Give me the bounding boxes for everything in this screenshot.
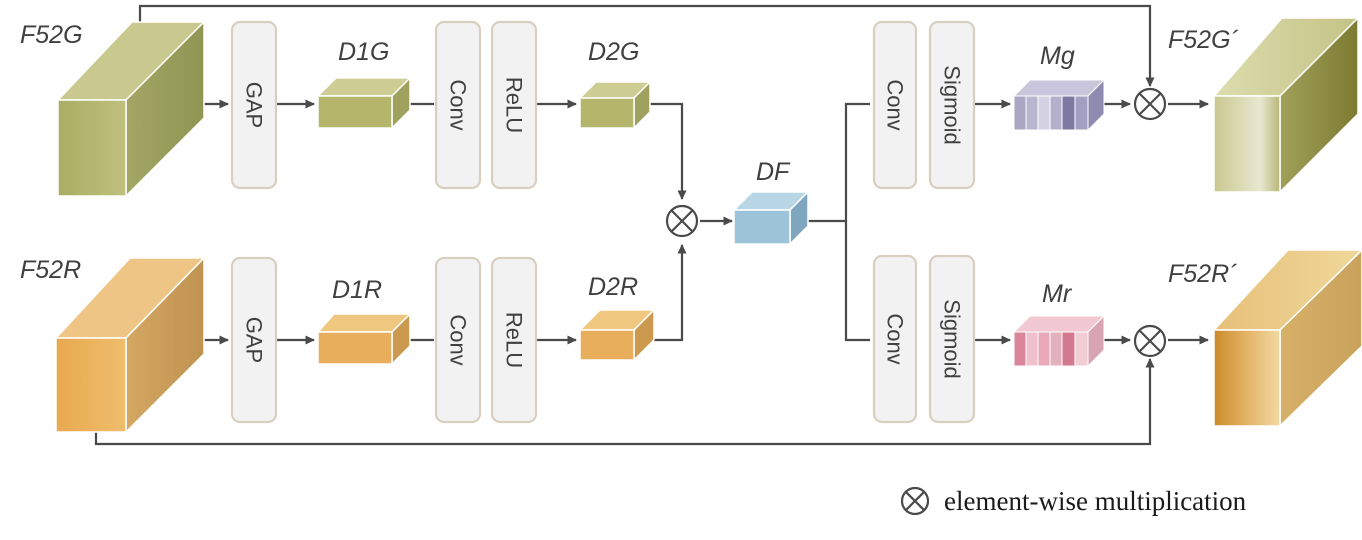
- arrow-d2r-mult: [646, 244, 687, 342]
- op-gap-top: GAP: [230, 20, 278, 190]
- op-conv-mg-label: Conv: [883, 79, 908, 130]
- op-conv-mg: Conv: [872, 20, 918, 190]
- label-mg: Mg: [1040, 42, 1075, 70]
- label-mr: Mr: [1042, 280, 1073, 308]
- tensor-d1g: [316, 76, 412, 130]
- label-df: DF: [756, 158, 791, 186]
- arrow-d2g-mult: [646, 102, 687, 200]
- mask-mr: [1012, 314, 1106, 368]
- label-d1r: D1R: [332, 276, 382, 304]
- skip-connection-red: [94, 358, 1155, 446]
- multiply-red-output-icon: [1133, 324, 1167, 358]
- tensor-df: [732, 190, 810, 246]
- op-conv-bottom-label: Conv: [446, 314, 471, 365]
- line-df-conv-top: [806, 102, 870, 223]
- label-d2r: D2R: [588, 273, 638, 301]
- tensor-f52r: [54, 256, 206, 434]
- op-sigmoid-mg-label: Sigmoid: [940, 65, 965, 144]
- op-gap-top-label: GAP: [242, 82, 267, 128]
- label-f52r-out: F52R´: [1168, 260, 1237, 288]
- tensor-d1r: [316, 312, 412, 366]
- op-conv-bottom: Conv: [434, 256, 482, 424]
- op-gap-bottom: GAP: [230, 256, 278, 424]
- label-f52g-out: F52G´: [1168, 26, 1239, 54]
- connections: [94, 4, 1209, 446]
- legend-text: element-wise multiplication: [944, 486, 1247, 516]
- op-sigmoid-mr-label: Sigmoid: [940, 299, 965, 378]
- op-conv-top-label: Conv: [446, 79, 471, 130]
- op-relu-bottom: ReLU: [490, 256, 538, 424]
- tensor-f52g: [56, 20, 206, 198]
- tensor-f52r-out: [1212, 248, 1362, 428]
- label-d1g: D1G: [338, 38, 389, 66]
- op-conv-mr-label: Conv: [883, 313, 908, 364]
- tensor-d2g: [578, 80, 652, 130]
- op-conv-top: Conv: [434, 20, 482, 190]
- multiply-green-output-icon: [1133, 87, 1167, 121]
- op-sigmoid-mr: Sigmoid: [928, 254, 976, 424]
- line-df-conv-bottom: [844, 221, 870, 342]
- legend-multiply-icon: [900, 486, 930, 516]
- multiply-fusion-icon: [665, 204, 699, 238]
- legend: element-wise multiplication: [900, 486, 1247, 516]
- op-relu-bottom-label: ReLU: [502, 312, 527, 368]
- op-relu-top-label: ReLU: [502, 77, 527, 133]
- label-d2g: D2G: [588, 38, 639, 66]
- label-f52r: F52R: [20, 256, 81, 284]
- tensor-d2r: [578, 308, 656, 362]
- mask-mg: [1012, 78, 1106, 132]
- op-conv-mr: Conv: [872, 254, 918, 424]
- op-sigmoid-mg: Sigmoid: [928, 20, 976, 190]
- tensor-f52g-out: [1212, 16, 1360, 194]
- skip-connection-green: [138, 4, 1155, 87]
- op-relu-top: ReLU: [490, 20, 538, 190]
- label-f52g: F52G: [20, 21, 83, 49]
- op-gap-bottom-label: GAP: [242, 317, 267, 363]
